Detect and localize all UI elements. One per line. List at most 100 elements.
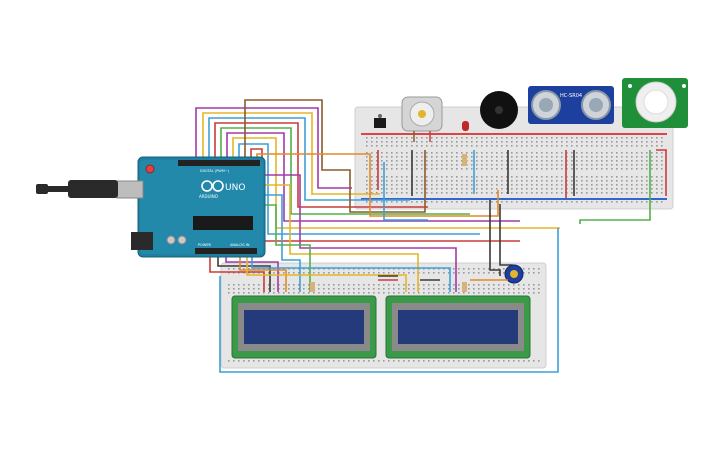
breadboard-hole xyxy=(366,201,368,203)
breadboard-hole xyxy=(426,180,428,182)
breadboard-hole xyxy=(541,141,543,143)
breadboard-hole xyxy=(626,192,628,194)
breadboard-hole xyxy=(661,201,663,203)
breadboard-hole xyxy=(446,201,448,203)
lcd-display-1[interactable] xyxy=(231,295,377,359)
breadboard-hole xyxy=(416,201,418,203)
breadboard-hole xyxy=(521,141,523,143)
breadboard-hole xyxy=(651,164,653,166)
ultrasonic-sensor[interactable]: HC-SR04 xyxy=(528,86,614,124)
breadboard-hole xyxy=(621,168,623,170)
breadboard-hole xyxy=(636,201,638,203)
breadboard-hole xyxy=(538,268,540,270)
top-resistor[interactable] xyxy=(462,154,467,166)
piezo-buzzer[interactable] xyxy=(480,91,518,129)
breadboard-hole xyxy=(318,272,320,274)
breadboard-hole xyxy=(621,180,623,182)
breadboard-hole xyxy=(616,201,618,203)
breadboard-hole xyxy=(253,288,255,290)
breadboard-hole xyxy=(313,360,315,362)
breadboard-hole xyxy=(641,152,643,154)
breadboard-hole xyxy=(486,184,488,186)
breadboard-hole xyxy=(536,180,538,182)
breadboard-hole xyxy=(416,184,418,186)
breadboard-hole xyxy=(471,156,473,158)
breadboard-hole xyxy=(431,188,433,190)
usb-port[interactable] xyxy=(116,180,144,199)
breadboard-hole xyxy=(298,272,300,274)
breadboard-hole xyxy=(533,288,535,290)
temperature-sensor[interactable] xyxy=(374,114,386,128)
breadboard-hole xyxy=(483,284,485,286)
breadboard-hole xyxy=(391,184,393,186)
breadboard-hole xyxy=(403,272,405,274)
breadboard-hole xyxy=(398,288,400,290)
breadboard-hole xyxy=(391,160,393,162)
breadboard-hole xyxy=(386,160,388,162)
breadboard-hole xyxy=(451,156,453,158)
breadboard-hole xyxy=(348,284,350,286)
power-jack[interactable] xyxy=(131,232,153,250)
breadboard-hole xyxy=(446,156,448,158)
breadboard-hole xyxy=(533,268,535,270)
breadboard-hole xyxy=(421,184,423,186)
breadboard-hole xyxy=(456,168,458,170)
reset-button[interactable] xyxy=(145,164,155,174)
breadboard-hole xyxy=(601,188,603,190)
breadboard-hole xyxy=(516,141,518,143)
breadboard-hole xyxy=(651,145,653,147)
breadboard-hole xyxy=(366,160,368,162)
breadboard-hole xyxy=(233,360,235,362)
pir-sensor[interactable] xyxy=(622,78,688,128)
breadboard-hole xyxy=(478,284,480,286)
breadboard-hole xyxy=(441,152,443,154)
breadboard-hole xyxy=(421,137,423,139)
breadboard-hole xyxy=(366,152,368,154)
breadboard-hole xyxy=(268,360,270,362)
breadboard-hole xyxy=(401,152,403,154)
breadboard-hole xyxy=(411,137,413,139)
breadboard-hole xyxy=(391,145,393,147)
breadboard-hole xyxy=(438,292,440,294)
breadboard-hole xyxy=(471,137,473,139)
usb-cable[interactable] xyxy=(36,180,118,198)
breadboard-hole xyxy=(441,184,443,186)
breadboard-hole xyxy=(431,184,433,186)
breadboard-hole xyxy=(498,288,500,290)
breadboard-hole xyxy=(586,192,588,194)
breadboard-hole xyxy=(406,188,408,190)
breadboard-hole xyxy=(501,156,503,158)
lcd-display-2[interactable] xyxy=(385,295,531,359)
breadboard-hole xyxy=(541,184,543,186)
breadboard-hole xyxy=(528,284,530,286)
breadboard-hole xyxy=(318,360,320,362)
breadboard-hole xyxy=(586,176,588,178)
red-led[interactable] xyxy=(462,121,469,131)
breadboard-hole xyxy=(526,145,528,147)
breadboard-hole xyxy=(531,192,533,194)
breadboard-hole xyxy=(493,288,495,290)
breadboard-hole xyxy=(551,184,553,186)
breadboard-hole xyxy=(561,184,563,186)
breadboard-hole xyxy=(611,201,613,203)
breadboard-hole xyxy=(546,160,548,162)
dc-motor[interactable] xyxy=(401,96,443,142)
breadboard-hole xyxy=(651,156,653,158)
breadboard-hole xyxy=(381,188,383,190)
top-breadboard[interactable] xyxy=(354,106,674,210)
breadboard-hole xyxy=(661,176,663,178)
breadboard-hole xyxy=(451,184,453,186)
breadboard-hole xyxy=(651,180,653,182)
breadboard-hole xyxy=(486,160,488,162)
breadboard-hole xyxy=(446,145,448,147)
breadboard-hole xyxy=(446,192,448,194)
breadboard-hole xyxy=(451,180,453,182)
arduino-uno-board[interactable]: UNO ARDUINO DIGITAL (PWM~) POWER ANALOG … xyxy=(116,156,266,258)
breadboard-hole xyxy=(441,180,443,182)
breadboard-hole xyxy=(396,184,398,186)
breadboard-hole xyxy=(486,164,488,166)
breadboard-hole xyxy=(591,201,593,203)
potentiometer[interactable] xyxy=(504,264,524,284)
breadboard-hole xyxy=(426,156,428,158)
breadboard-hole xyxy=(466,168,468,170)
